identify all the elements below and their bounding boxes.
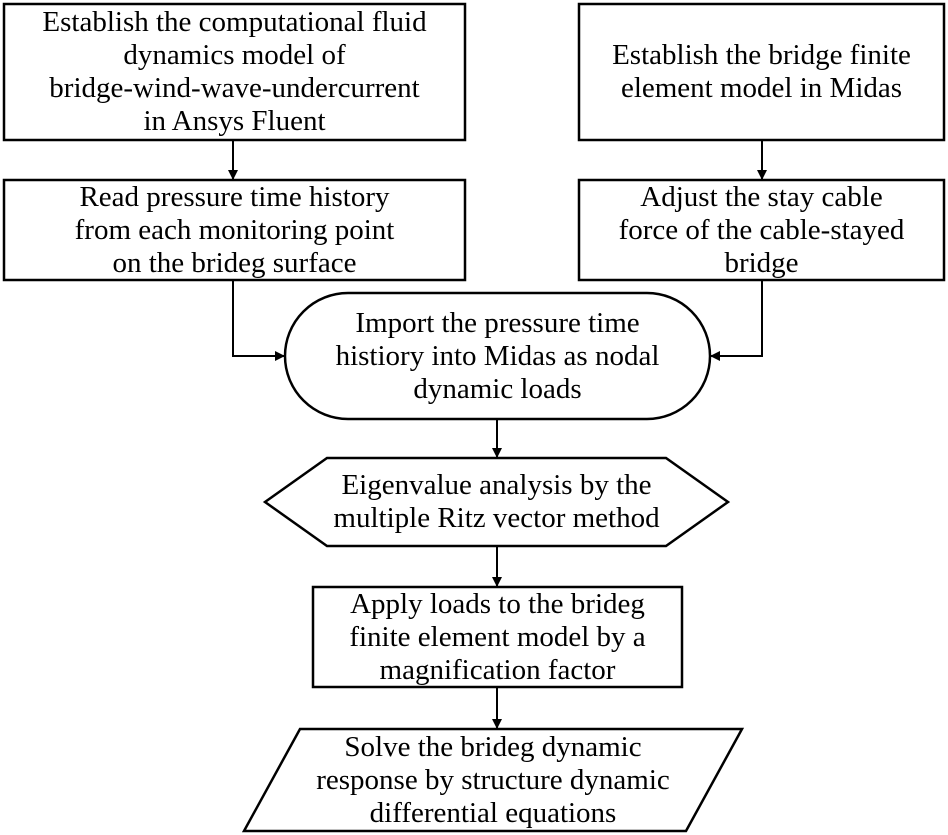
adjust-cable-box xyxy=(577,178,946,282)
cfd-model-line-1: Establish the computational fluid xyxy=(42,6,427,38)
cfd-model-box xyxy=(2,2,467,142)
solve-response-parallelogram xyxy=(241,727,745,833)
import-pressure-line-1: Import the pressure time xyxy=(355,306,640,339)
import-pressure-line-3: dynamic loads xyxy=(413,372,582,405)
eigenvalue-line-1: Eigenvalue analysis by the xyxy=(341,469,652,501)
adjust-cable-label: Adjust the stay cable force of the cable… xyxy=(579,180,944,280)
fe-model-line-2: element model in Midas xyxy=(620,72,903,104)
fe-model-label: Establish the bridge finite element mode… xyxy=(579,4,944,140)
apply-loads-label: Apply loads to the brideg finite element… xyxy=(313,587,682,687)
cfd-model-line-2: dynamics model of xyxy=(123,39,346,71)
import-pressure-label: Import the pressure time histiory into M… xyxy=(285,298,710,414)
arrow-read-to-import xyxy=(232,280,285,361)
cfd-model-label: Establish the computational fluid dynami… xyxy=(4,4,465,140)
eigenvalue-hexagon xyxy=(262,456,731,548)
adjust-cable-line-1: Adjust the stay cable xyxy=(640,180,883,213)
fe-model-box xyxy=(577,2,946,142)
solve-response-line-3: differential equations xyxy=(369,796,617,829)
eigenvalue-line-2: multiple Ritz vector method xyxy=(333,502,660,534)
import-pressure-line-2: histiory into Midas as nodal xyxy=(335,339,660,372)
read-pressure-box xyxy=(2,178,467,282)
apply-loads-line-1: Apply loads to the brideg xyxy=(350,587,645,620)
eigenvalue-label: Eigenvalue analysis by the multiple Ritz… xyxy=(265,458,728,546)
apply-loads-box xyxy=(311,585,684,689)
fe-model-line-1: Establish the bridge finite xyxy=(612,39,911,71)
apply-loads-line-2: finite element model by a xyxy=(349,620,646,653)
solve-response-line-2: response by structure dynamic xyxy=(316,763,670,796)
adjust-cable-line-2: force of the cable-stayed xyxy=(618,213,905,246)
read-pressure-label: Read pressure time history from each mon… xyxy=(4,180,465,280)
cfd-model-line-3: bridge-wind-wave-undercurrent xyxy=(49,72,420,104)
adjust-cable-line-3: bridge xyxy=(724,246,799,279)
solve-response-label: Solve the brideg dynamic response by str… xyxy=(265,729,721,831)
read-pressure-line-1: Read pressure time history xyxy=(79,180,390,213)
solve-response-line-1: Solve the brideg dynamic xyxy=(344,730,642,763)
read-pressure-line-3: on the brideg surface xyxy=(112,246,357,279)
read-pressure-line-2: from each monitoring point xyxy=(74,213,395,246)
arrow-adjust-to-import xyxy=(710,280,763,361)
cfd-model-line-4: in Ansys Fluent xyxy=(143,105,326,137)
apply-loads-line-3: magnification factor xyxy=(379,653,616,686)
